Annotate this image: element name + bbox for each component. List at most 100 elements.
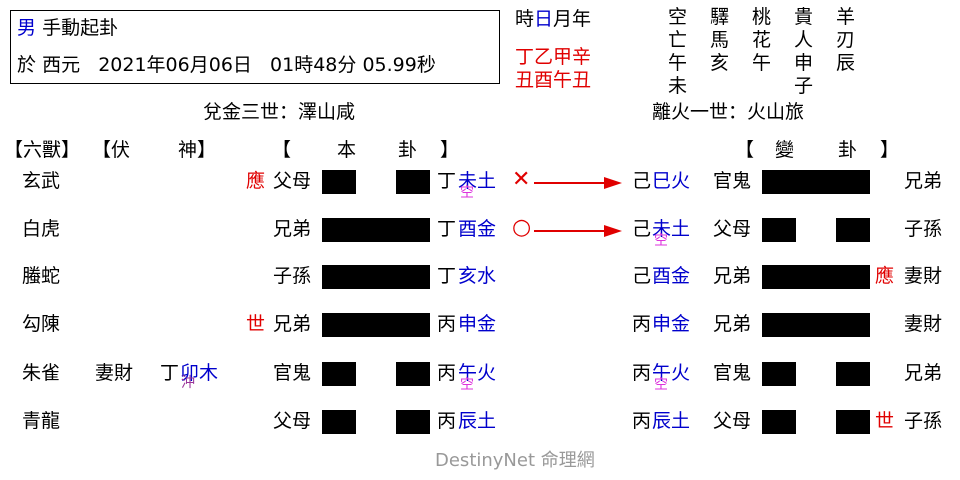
beast-label: 白虎 <box>22 218 61 240</box>
main-yao <box>322 265 430 289</box>
ganzhi-header: 時日月年 <box>515 10 591 29</box>
fushen-stem: 丁 <box>160 362 180 384</box>
changed-stem: 丙 <box>632 410 652 432</box>
main-branch: 亥水 <box>458 265 497 287</box>
header-main-gua: 卦 <box>398 139 418 161</box>
main-yao-left <box>322 410 356 434</box>
changed-yao-left <box>762 362 796 386</box>
shensha-name-char: 羊 <box>836 6 856 28</box>
six-relation: 兄弟 <box>273 313 312 335</box>
main-yao-left <box>322 170 356 194</box>
gender: 男 <box>17 17 37 39</box>
date-prefix: 於 <box>17 54 37 76</box>
change-arrow <box>534 177 622 189</box>
changed-kong-mark: 空 <box>654 377 668 393</box>
shensha-name-char: 亡 <box>668 29 688 51</box>
ganzhi-year-label: 年 <box>572 8 592 30</box>
arrow-head <box>604 177 622 189</box>
main-stem: 丙 <box>437 313 457 335</box>
changed-branch: 申金 <box>652 313 691 335</box>
changed-stem: 己 <box>632 218 652 240</box>
main-branch: 申金 <box>458 313 497 335</box>
changed-yao <box>762 170 870 194</box>
changed-six-relation: 兄弟 <box>904 170 943 192</box>
changed-six-relation: 妻財 <box>904 265 943 287</box>
changed-six-relation: 妻財 <box>904 313 943 335</box>
arrow-head <box>604 225 622 237</box>
moving-line-mark: ✕ <box>512 167 531 192</box>
changed-relation: 父母 <box>713 410 752 432</box>
shensha-value: 申 <box>794 52 814 74</box>
six-relation: 兄弟 <box>273 218 312 240</box>
main-yao-left <box>322 362 356 386</box>
header-changed-close: 】 <box>880 139 900 161</box>
info-line-1: 男 手動起卦 <box>17 19 118 38</box>
shensha-name-char: 驛 <box>710 6 730 28</box>
main-yao-right <box>396 362 430 386</box>
shiying-marker: 應 <box>246 170 266 192</box>
main-yao <box>322 313 430 337</box>
main-stem: 丁 <box>437 218 457 240</box>
main-branch: 午火 <box>458 362 497 384</box>
beast-label: 青龍 <box>22 410 61 432</box>
header-changed-bian: 變 <box>775 139 795 161</box>
main-yao-right <box>396 170 430 194</box>
changed-branch: 酉金 <box>652 265 691 287</box>
shensha-value: 辰 <box>836 52 856 74</box>
main-stem: 丙 <box>437 362 457 384</box>
beast-label: 勾陳 <box>22 313 61 335</box>
shensha-name-char: 桃 <box>752 6 772 28</box>
changed-branch: 巳火 <box>652 170 691 192</box>
beast-label: 玄武 <box>22 170 61 192</box>
header-main-open: 【 <box>272 139 292 161</box>
main-branch: 未土 <box>458 170 497 192</box>
main-stem: 丁 <box>437 265 457 287</box>
changed-branch: 午火 <box>652 362 691 384</box>
shiying-marker: 世 <box>246 313 266 335</box>
header-liushou: 【六獸】 <box>4 139 81 161</box>
changed-six-relation: 子孫 <box>904 218 943 240</box>
changed-relation: 官鬼 <box>713 362 752 384</box>
changed-six-relation: 子孫 <box>904 410 943 432</box>
shensha-name-char: 人 <box>794 29 814 51</box>
header-main-close: 】 <box>440 139 460 161</box>
changed-kong-mark: 空 <box>654 233 668 249</box>
change-arrow <box>534 225 622 237</box>
main-stem: 丁 <box>437 170 457 192</box>
changed-yao-right <box>836 410 870 434</box>
fushen-branch: 卯木 <box>180 362 219 384</box>
changed-branch: 未土 <box>652 218 691 240</box>
changed-shiying-marker: 應 <box>875 265 895 287</box>
changed-yao <box>762 313 870 337</box>
changed-relation: 官鬼 <box>713 170 752 192</box>
ganzhi-stems: 丁乙甲辛 <box>515 46 592 68</box>
changed-stem: 丙 <box>632 362 652 384</box>
date: 2021年06月06日 <box>98 54 252 76</box>
changed-yao-right <box>836 218 870 242</box>
fushen-relation: 妻財 <box>95 362 134 384</box>
changed-shiying-marker: 世 <box>875 410 895 432</box>
info-box <box>10 10 500 84</box>
main-yao-right <box>396 410 430 434</box>
six-relation: 父母 <box>273 170 312 192</box>
beast-label: 朱雀 <box>22 362 61 384</box>
changed-yao-right <box>836 362 870 386</box>
six-relation: 子孫 <box>273 265 312 287</box>
changed-stem: 己 <box>632 170 652 192</box>
main-branch: 酉金 <box>458 218 497 240</box>
shensha-value: 午 <box>668 52 688 74</box>
six-relation: 父母 <box>273 410 312 432</box>
shensha-name-char: 貴 <box>794 6 814 28</box>
era: 西元 <box>42 54 81 76</box>
ganzhi-month-label: 月 <box>553 8 573 30</box>
watermark: DestinyNet 命理網 <box>435 450 595 471</box>
method: 手動起卦 <box>42 17 119 39</box>
shensha-value: 子 <box>794 75 814 97</box>
changed-yao-left <box>762 410 796 434</box>
main-stem: 丙 <box>437 410 457 432</box>
header-fushen-open: 【伏 <box>92 139 131 161</box>
shensha-value: 未 <box>668 75 688 97</box>
main-yao <box>322 218 430 242</box>
changed-relation: 兄弟 <box>713 313 752 335</box>
changed-yao-left <box>762 218 796 242</box>
